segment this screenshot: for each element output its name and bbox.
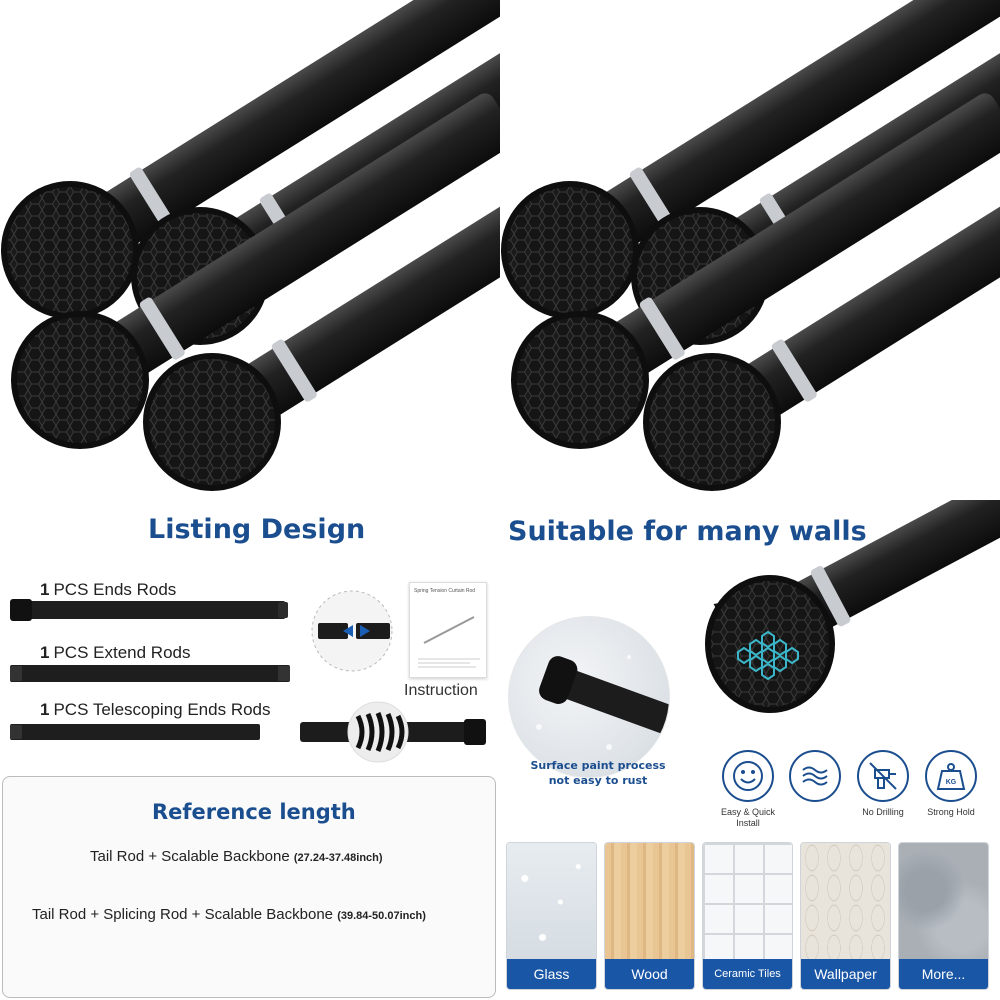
wall-caption: Wood <box>605 959 694 989</box>
instruction-card: Spring Tension Curtain Rod <box>409 582 487 678</box>
rod-end-cap <box>705 575 835 713</box>
svg-text:KG: KG <box>946 779 957 786</box>
reference-length-title: Reference length <box>152 800 356 824</box>
suitable-walls-panel: Suitable for many walls <box>500 500 1000 1000</box>
smiley-icon <box>733 761 763 791</box>
rod-1 <box>501 0 1000 319</box>
suitable-walls-title: Suitable for many walls <box>508 516 867 547</box>
rod-end-cap <box>1 181 139 319</box>
rod-4 <box>143 135 500 491</box>
rod-group-left <box>1 0 500 491</box>
waves-icon <box>802 766 828 786</box>
rod-3 <box>11 93 500 449</box>
reference-length-box <box>2 776 496 998</box>
spring-zoom <box>347 701 409 763</box>
rod-end-cap <box>643 353 781 491</box>
rod-4 <box>643 135 1000 491</box>
instruction-card-title: Spring Tension Curtain Rod <box>414 588 476 594</box>
rod-end-cap <box>143 353 281 491</box>
rod-group-right <box>501 0 1000 491</box>
wall-type-more: More... <box>898 842 989 990</box>
wall-caption: Ceramic Tiles <box>703 959 792 989</box>
hex-grip-highlight <box>737 630 799 681</box>
wall-type-glass: Glass <box>506 842 597 990</box>
rod-end-cap <box>511 311 649 449</box>
rod-ends-illustration <box>501 0 1000 491</box>
instruction-label: Instruction <box>404 682 478 699</box>
rod-ends-illustration <box>1 0 500 491</box>
rod-end-closeup <box>705 500 1000 713</box>
rod-end-cap <box>11 311 149 449</box>
connector-zoom <box>311 590 393 672</box>
wall-type-ceramic-tiles: Ceramic Tiles <box>702 842 793 990</box>
rods-photo-left <box>0 0 500 500</box>
reference-row-short: Tail Rod + Scalable Backbone (27.24-37.4… <box>90 848 383 865</box>
wall-type-wallpaper: Wallpaper <box>800 842 891 990</box>
feature-strong-hold: KG Strong Hold <box>901 750 1000 818</box>
weight-icon: KG <box>936 763 966 790</box>
surface-paint-caption: Surface paint process not easy to rust <box>530 759 666 787</box>
surface-detail-photo <box>508 616 670 778</box>
listing-design-panel: Listing Design <box>0 500 500 1000</box>
rod-end-cap <box>501 181 639 319</box>
wall-caption: More... <box>899 959 988 989</box>
rod-1 <box>1 0 500 319</box>
wall-caption: Glass <box>507 959 596 989</box>
ends-rod <box>10 599 288 621</box>
feature-no-drilling: No Drilling <box>833 750 933 818</box>
feature-waterproof <box>765 750 865 807</box>
rods-photo-right <box>500 0 1000 500</box>
telescoping-rod <box>10 701 486 763</box>
wall-caption: Wallpaper <box>801 959 890 989</box>
extend-rod <box>10 665 290 682</box>
wall-type-wood: Wood <box>604 842 695 990</box>
reference-row-long: Tail Rod + Splicing Rod + Scalable Backb… <box>32 906 426 923</box>
listing-design-title: Listing Design <box>148 514 366 545</box>
rod-3 <box>511 93 1000 449</box>
no-drill-icon <box>869 762 897 790</box>
